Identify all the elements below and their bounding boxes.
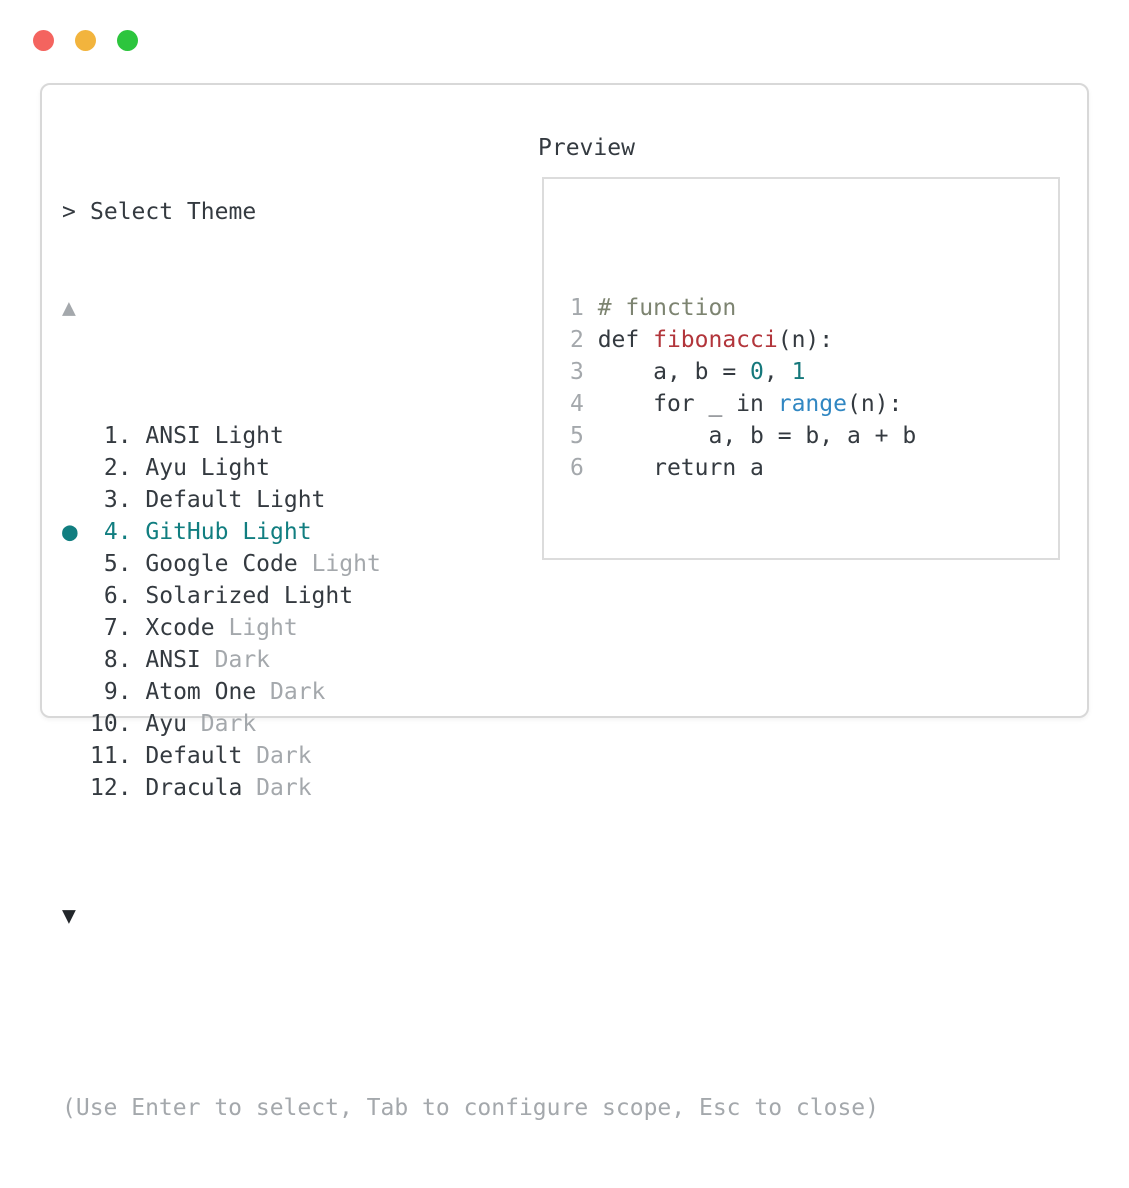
close-button[interactable] <box>33 30 54 51</box>
theme-item-solarized-light[interactable]: 6. Solarized Light <box>62 580 879 612</box>
theme-name: Atom One <box>145 679 257 705</box>
theme-number: 2. <box>90 455 146 481</box>
theme-name: Default Light <box>145 487 326 513</box>
code-line-1: 1 # function <box>544 292 1058 324</box>
line-number: 1 <box>570 295 598 321</box>
line-number: 3 <box>570 359 598 385</box>
selected-bullet-icon: ● <box>62 517 78 547</box>
code-line-4: 4 for _ in range(n): <box>544 388 1058 420</box>
line-number: 6 <box>570 455 598 481</box>
theme-name: Default <box>145 743 243 769</box>
theme-number: 10. <box>90 711 146 737</box>
line-number: 2 <box>570 327 598 353</box>
code-token: 0 <box>750 359 764 385</box>
theme-item-ayu-light[interactable]: 2. Ayu Light <box>62 452 879 484</box>
code-line-5: 5 a, b = b, a + b <box>544 420 1058 452</box>
theme-name-dim: Dark <box>200 647 271 673</box>
code-token: , <box>763 359 792 385</box>
code-token: return a <box>597 455 764 481</box>
theme-name: Xcode <box>145 615 215 641</box>
theme-name-dim: Light <box>214 615 298 641</box>
theme-number: 4. <box>90 519 146 545</box>
theme-name: ANSI Light <box>145 423 284 449</box>
theme-item-atom-one[interactable]: 9. Atom One Dark <box>62 676 879 708</box>
theme-item-dracula[interactable]: 12. Dracula Dark <box>62 772 879 804</box>
minimize-button[interactable] <box>75 30 96 51</box>
line-number: 4 <box>570 391 598 417</box>
theme-item-ansi[interactable]: 8. ANSI Dark <box>62 644 879 676</box>
theme-item-xcode[interactable]: 7. Xcode Light <box>62 612 879 644</box>
theme-number: 9. <box>90 679 146 705</box>
theme-number: 3. <box>90 487 146 513</box>
theme-number: 6. <box>90 583 146 609</box>
theme-number: 7. <box>90 615 146 641</box>
theme-name-dim: Dark <box>242 775 312 801</box>
select-theme-prompt: > Select Theme <box>62 196 879 228</box>
code-token: for _ in <box>597 391 778 417</box>
theme-number: 11. <box>90 743 146 769</box>
line-number: 5 <box>570 423 598 449</box>
theme-number: 8. <box>90 647 146 673</box>
theme-name-dim: Dark <box>242 743 312 769</box>
window-controls <box>33 30 138 51</box>
code-line-6: 6 return a <box>544 452 1058 484</box>
theme-name: Ayu <box>145 711 187 737</box>
theme-name: ANSI <box>145 647 201 673</box>
scroll-down-icon[interactable]: ▼ <box>62 903 76 929</box>
theme-item-default-light[interactable]: 3. Default Light <box>62 484 879 516</box>
code-token: def <box>597 327 654 353</box>
theme-name: GitHub Light <box>145 519 312 545</box>
prompt-marker-icon: > <box>62 199 76 225</box>
theme-item-ayu[interactable]: 10. Ayu Dark <box>62 708 879 740</box>
code-token: a, b = <box>597 359 751 385</box>
keyboard-hints: (Use Enter to select, Tab to configure s… <box>62 1095 879 1121</box>
scroll-up-icon[interactable]: ▲ <box>62 295 76 321</box>
picker-title: Select Theme <box>90 199 257 225</box>
code-token: 1 <box>791 359 806 385</box>
code-token: range <box>777 391 847 417</box>
theme-name: Dracula <box>145 775 243 801</box>
theme-number: 5. <box>90 551 146 577</box>
theme-number: 1. <box>90 423 146 449</box>
code-token: (n): <box>777 327 834 353</box>
spacer <box>62 996 879 1028</box>
code-token: (n): <box>846 391 903 417</box>
code-token: fibonacci <box>653 327 778 353</box>
theme-picker-panel: > Select Theme ▲ 1. ANSI Light 2. Ayu Lig… <box>40 83 1089 1121</box>
theme-item-google-code[interactable]: 5. Google Code Light <box>62 548 879 580</box>
code-line-2: 2 def fibonacci(n): <box>544 324 1058 356</box>
theme-name: Solarized Light <box>145 583 354 609</box>
theme-item-ansi-light[interactable]: 1. ANSI Light <box>62 420 879 452</box>
theme-item-github-light[interactable]: ● 4. GitHub Light <box>62 516 879 548</box>
code-token: a, b = b, a + b <box>597 423 917 449</box>
theme-name-dim: Dark <box>186 711 257 737</box>
theme-number: 12. <box>90 775 146 801</box>
code-line-3: 3 a, b = 0, 1 <box>544 356 1058 388</box>
maximize-button[interactable] <box>117 30 138 51</box>
theme-name-dim: Dark <box>256 679 326 705</box>
theme-item-default[interactable]: 11. Default Dark <box>62 740 879 772</box>
code-token: # function <box>597 295 737 321</box>
theme-name: Google Code <box>145 551 298 577</box>
theme-name: Ayu Light <box>145 455 271 481</box>
preview-label: Preview <box>538 135 635 161</box>
theme-name-dim: Light <box>297 551 381 577</box>
